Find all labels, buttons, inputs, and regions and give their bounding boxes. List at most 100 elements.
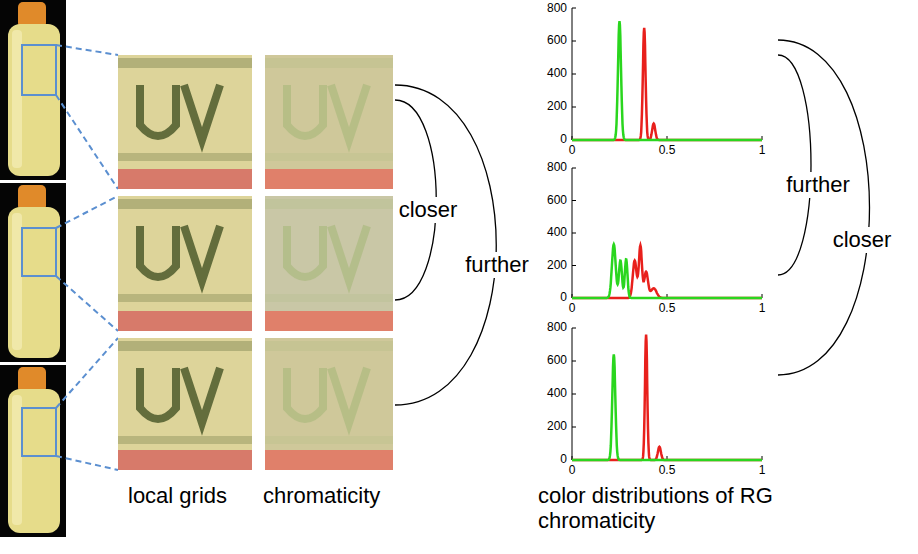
tick-label: 1 xyxy=(759,464,766,478)
crop-ground xyxy=(265,338,393,470)
green-histogram xyxy=(572,354,762,460)
text-blur xyxy=(118,58,252,68)
tick-label: 200 xyxy=(547,420,567,434)
dashed-leader xyxy=(56,95,118,189)
tick-label: 400 xyxy=(547,226,567,240)
text-blur xyxy=(118,341,252,351)
red-histogram xyxy=(572,245,762,298)
tick-mark xyxy=(572,8,576,9)
panel-caption: chromaticity xyxy=(263,483,380,508)
green-histogram xyxy=(572,21,762,140)
tick-label: 800 xyxy=(547,321,567,335)
tick-label: 600 xyxy=(547,354,567,368)
letter-shape xyxy=(140,368,176,419)
letter-shape xyxy=(331,368,367,423)
bottle-highlight xyxy=(12,213,22,350)
tick-mark xyxy=(572,328,576,329)
grid-box xyxy=(22,45,56,95)
letter-shape xyxy=(287,85,323,136)
bottle-body xyxy=(8,24,60,176)
comparison-label: further xyxy=(784,172,852,197)
tick-mark xyxy=(572,74,576,75)
red-histogram xyxy=(572,28,762,140)
letter-shape xyxy=(184,368,220,423)
tick-mark xyxy=(572,265,576,266)
tick-mark xyxy=(572,361,576,362)
tick-label: 0 xyxy=(569,144,576,158)
image-crops xyxy=(118,55,393,470)
crop-ground xyxy=(118,55,252,189)
text-blur xyxy=(118,199,252,209)
grid-box xyxy=(22,408,56,456)
comparison-brackets xyxy=(395,40,870,405)
crop-ground xyxy=(118,196,252,331)
text-blur xyxy=(265,341,393,351)
tick-label: 0.5 xyxy=(659,144,676,158)
bottle-photos xyxy=(0,0,118,537)
bottle-highlight xyxy=(12,395,22,525)
red-band xyxy=(265,311,393,331)
dashed-leader xyxy=(56,456,118,470)
photo-background xyxy=(0,365,66,537)
tick-label: 0.5 xyxy=(659,464,676,478)
letter-shape xyxy=(140,85,176,136)
text-blur xyxy=(118,436,252,444)
red-band xyxy=(265,169,393,189)
tick-label: 0.5 xyxy=(659,302,676,316)
text-blur xyxy=(265,153,393,161)
text-blur xyxy=(265,199,393,209)
photo-background xyxy=(0,183,66,362)
red-band xyxy=(118,450,252,470)
bracket xyxy=(778,55,811,275)
comparison-label: closer xyxy=(397,197,460,222)
tick-mark xyxy=(572,233,576,234)
tick-label: 800 xyxy=(547,2,567,16)
tick-mark xyxy=(572,168,576,169)
dashed-leader xyxy=(56,338,118,408)
bracket xyxy=(395,85,496,405)
tick-label: 0 xyxy=(560,453,567,467)
tick-label: 600 xyxy=(547,34,567,48)
tick-label: 0 xyxy=(560,133,567,147)
tick-label: 200 xyxy=(547,259,567,273)
text-blur xyxy=(265,294,393,302)
red-band xyxy=(265,450,393,470)
letter-shape xyxy=(331,85,367,140)
comparison-label: further xyxy=(463,252,531,277)
tick-label: 0 xyxy=(569,464,576,478)
tick-label: 600 xyxy=(547,194,567,208)
text-blur xyxy=(265,58,393,68)
tick-mark xyxy=(572,200,576,201)
crop-ground xyxy=(265,55,393,189)
grid-box xyxy=(22,228,56,276)
dashed-leader xyxy=(56,45,118,55)
bottle-body xyxy=(8,207,60,358)
crop-ground xyxy=(118,338,252,470)
bracket xyxy=(778,40,870,375)
dashed-leader xyxy=(56,276,118,331)
comparison-label: closer xyxy=(831,227,894,252)
letter-shape xyxy=(331,226,367,281)
dashed-leader xyxy=(56,196,118,228)
tick-mark xyxy=(572,394,576,395)
text-blur xyxy=(118,294,252,302)
text-blur xyxy=(118,153,252,161)
letter-shape xyxy=(140,226,176,277)
tick-label: 800 xyxy=(547,161,567,175)
letter-shape xyxy=(287,226,323,277)
tick-label: 1 xyxy=(759,302,766,316)
tick-mark xyxy=(572,427,576,428)
tick-label: 400 xyxy=(547,67,567,81)
red-band xyxy=(118,169,252,189)
tick-mark xyxy=(572,41,576,42)
bottle-body xyxy=(8,389,60,533)
red-band xyxy=(118,311,252,331)
tick-label: 400 xyxy=(547,387,567,401)
histograms xyxy=(572,8,762,460)
letter-shape xyxy=(184,85,220,140)
tick-label: 0 xyxy=(569,302,576,316)
text-blur xyxy=(265,436,393,444)
red-histogram xyxy=(572,335,762,460)
tick-label: 200 xyxy=(547,100,567,114)
